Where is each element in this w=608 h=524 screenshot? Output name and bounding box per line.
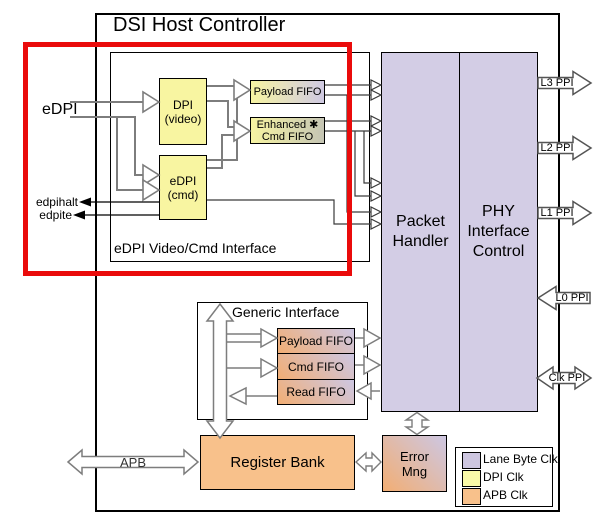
dpi-clk-label: DPI Clk <box>483 470 524 484</box>
enhanced-cmd-fifo-block: Enhanced ✱ Cmd FIFO <box>250 117 325 144</box>
edpi-video-cmd-interface-box <box>110 52 370 262</box>
dpi-video-block: DPI (video) <box>159 78 207 145</box>
payload-fifo-generic-block: Payload FIFO <box>277 328 355 354</box>
edpi-port-label: eDPI <box>42 101 78 118</box>
apb-clk-swatch <box>462 488 481 505</box>
legend-row-lane-byte-clk: Lane Byte Clk <box>456 451 558 469</box>
read-fifo-label: Read FIFO <box>286 385 346 399</box>
l2-ppi-label: L2 PPI <box>540 142 574 154</box>
packet-handler-line1: Packet <box>396 213 445 230</box>
packet-handler-block: Packet Handler <box>381 52 460 412</box>
apb-port-label: APB <box>119 455 146 470</box>
legend-row-dpi-clk: DPI Clk <box>456 469 552 487</box>
generic-interface-label: Generic Interface <box>232 304 340 320</box>
phy-line1: PHY <box>482 203 515 220</box>
legend-row-apb-clk: APB Clk <box>456 487 552 505</box>
apb-clk-label: APB Clk <box>483 488 528 502</box>
error-mng-line2: Mng <box>401 463 428 479</box>
l3-ppi-label: L3 PPI <box>540 77 574 89</box>
clk-ppi-label: Clk PPI <box>548 372 586 384</box>
cmd-fifo-label: Cmd FIFO <box>288 359 344 374</box>
dpi-video-label-line2: (video) <box>164 111 202 126</box>
edpi-cmd-block: eDPI (cmd) <box>159 155 207 220</box>
enhanced-cmd-fifo-line1: Enhanced ✱ <box>256 118 319 131</box>
read-fifo-block: Read FIFO <box>277 379 355 405</box>
cmd-fifo-block: Cmd FIFO <box>277 353 355 380</box>
dpi-video-label-line1: DPI <box>172 97 193 112</box>
diagram-title: DSI Host Controller <box>113 14 286 36</box>
lane-byte-clk-label: Lane Byte Clk <box>483 452 558 466</box>
error-mng-block: Error Mng <box>382 435 447 492</box>
l0-ppi-label: L0 PPI <box>555 292 589 304</box>
l1-ppi-label: L1 PPI <box>540 207 574 219</box>
phy-interface-control-block: PHY Interface Control <box>459 52 538 412</box>
edpi-cmd-label-line2: (cmd) <box>167 187 199 202</box>
payload-fifo-generic-label: Payload FIFO <box>278 334 354 348</box>
enhanced-cmd-fifo-line2: Cmd FIFO <box>261 130 314 143</box>
edpi-cmd-label-line1: eDPI <box>169 173 197 188</box>
payload-fifo-video-label: Payload FIFO <box>253 86 322 98</box>
register-bank-label: Register Bank <box>230 454 325 471</box>
phy-line3: Control <box>472 243 525 260</box>
payload-fifo-video-block: Payload FIFO <box>250 80 325 104</box>
legend-box: Lane Byte Clk DPI Clk APB Clk <box>455 447 558 507</box>
edpihalt-port-label: edpihalt <box>35 195 78 209</box>
phy-line2: Interface <box>467 223 530 240</box>
error-mng-line1: Error <box>400 448 429 464</box>
edpite-port-label: edpite <box>39 208 72 222</box>
register-bank-block: Register Bank <box>200 435 355 490</box>
lane-byte-clk-swatch <box>462 452 481 469</box>
dpi-clk-swatch <box>462 470 481 487</box>
edpi-interface-label: eDPI Video/Cmd Interface <box>114 240 277 256</box>
packet-handler-line2: Handler <box>392 233 449 250</box>
